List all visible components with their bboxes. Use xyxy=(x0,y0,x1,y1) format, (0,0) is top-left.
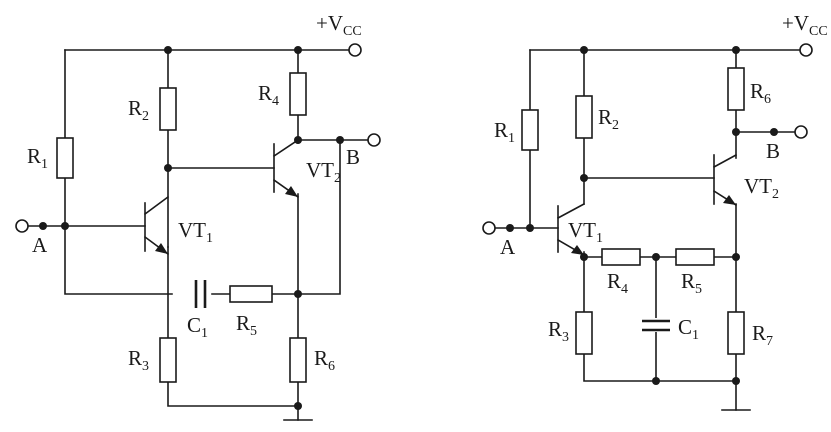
left-c1-capacitor xyxy=(193,280,207,308)
right-r3-label: R3 xyxy=(548,317,569,345)
left-r1-resistor xyxy=(56,137,74,179)
left-r3-resistor xyxy=(159,337,177,383)
left-feedback-wire xyxy=(297,139,341,295)
left-r1-label: R1 xyxy=(27,144,48,172)
left-r5-label: R5 xyxy=(236,311,257,339)
left-output-label-b: B xyxy=(346,145,360,169)
left-junctions xyxy=(39,46,344,410)
right-vt1-emitter-arrow xyxy=(571,245,584,255)
left-r4-resistor xyxy=(289,72,307,116)
right-r5-label: R5 xyxy=(681,269,702,297)
left-circuit: +VCC R1 R2 R3 R4 R5 R6 C1 VT1 VT2 A B xyxy=(15,11,381,421)
right-r7-label: R7 xyxy=(752,321,773,349)
left-vcc-label: +VCC xyxy=(316,11,362,39)
left-r6-label: R6 xyxy=(314,346,335,374)
right-vt1-emitter-wire xyxy=(583,251,737,382)
left-input-label-a: A xyxy=(32,233,48,257)
left-vt2-transistor xyxy=(272,138,300,199)
right-vt1-transistor xyxy=(556,202,586,257)
right-vt2-emitter-arrow xyxy=(723,195,736,205)
right-vt2-transistor xyxy=(712,153,738,207)
right-vcc-terminal xyxy=(799,43,813,57)
right-c1-label: C1 xyxy=(678,315,699,343)
right-r6-label: R6 xyxy=(750,79,771,107)
right-r3-resistor xyxy=(575,311,593,355)
right-r4-resistor xyxy=(601,248,641,266)
right-junctions xyxy=(506,46,778,385)
right-r4-label: R4 xyxy=(607,269,628,297)
right-r1-resistor xyxy=(521,109,539,151)
left-vt1-label: VT1 xyxy=(178,218,213,246)
right-vt1-label: VT1 xyxy=(568,218,603,246)
left-r1-wire xyxy=(64,49,173,295)
left-c1-label: C1 xyxy=(187,313,208,341)
left-vt1-emitter-arrow xyxy=(155,243,168,254)
right-r6-resistor xyxy=(727,67,745,111)
left-vt2-emitter-arrow xyxy=(285,186,298,197)
left-r2-label: R2 xyxy=(128,96,149,124)
right-r1-label: R1 xyxy=(494,118,515,146)
left-vt2-label: VT2 xyxy=(306,158,341,186)
right-r2-label: R2 xyxy=(598,105,619,133)
left-r3-label: R3 xyxy=(128,346,149,374)
right-input-terminal xyxy=(482,221,496,235)
left-ground-wire xyxy=(167,246,299,407)
right-output-terminal xyxy=(794,125,808,139)
left-r4-label: R4 xyxy=(258,81,279,109)
left-r6-resistor xyxy=(289,337,307,383)
right-output-label-b: B xyxy=(766,139,780,163)
left-vt1-transistor xyxy=(143,195,170,256)
left-r5-resistor xyxy=(229,285,273,303)
right-input-label-a: A xyxy=(500,235,516,259)
right-r2-resistor xyxy=(575,95,593,139)
right-r5-resistor xyxy=(675,248,715,266)
right-vt2-label: VT2 xyxy=(744,174,779,202)
right-r7-resistor xyxy=(727,311,745,355)
left-vcc-terminal xyxy=(348,43,362,57)
right-vcc-label: +VCC xyxy=(782,11,828,39)
right-c1-capacitor xyxy=(642,318,670,332)
right-circuit: +VCC R1 R2 R3 R4 R5 R6 R7 C1 VT1 VT2 A B xyxy=(482,11,828,411)
left-output-terminal xyxy=(367,133,381,147)
left-r2-resistor xyxy=(159,87,177,131)
left-input-terminal xyxy=(15,219,29,233)
